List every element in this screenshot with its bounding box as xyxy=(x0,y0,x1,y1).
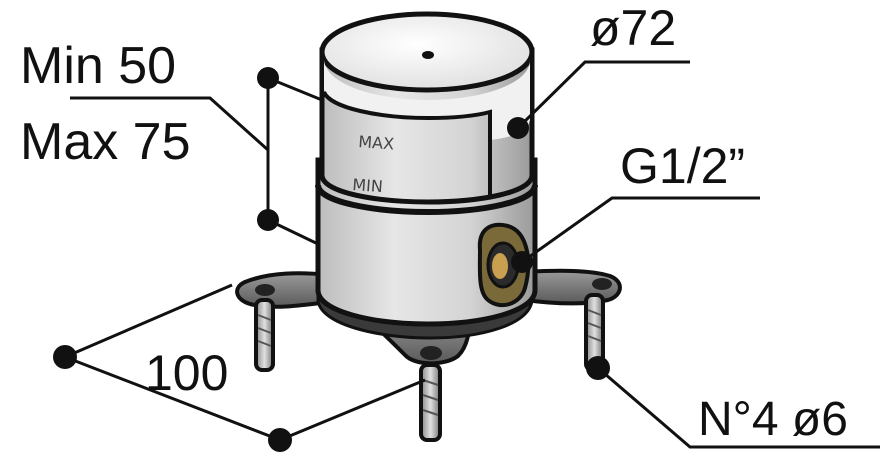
upper-cylinder xyxy=(319,47,535,205)
holes-label: N°4 ø6 xyxy=(698,393,848,446)
pin-left xyxy=(254,298,275,372)
foot-hole-left xyxy=(255,284,275,296)
foot-hole-right xyxy=(592,278,612,290)
dimension-lines xyxy=(64,60,880,449)
cylinder-body: MAX MIN xyxy=(315,11,538,327)
foot-hole-front xyxy=(420,346,442,360)
cap-highlight xyxy=(324,60,530,140)
inlet-port-inner xyxy=(492,253,508,279)
max-mark: MAX xyxy=(358,132,395,153)
slot-groove xyxy=(322,90,492,195)
diameter-label: ø72 xyxy=(590,0,676,56)
pin-front xyxy=(419,363,442,442)
top-center-hole xyxy=(422,51,434,59)
thread-label: G1/2” xyxy=(620,138,745,194)
min-height-label: Min 50 xyxy=(20,37,176,95)
threaded-inlet xyxy=(477,222,531,308)
spacing-label: 100 xyxy=(145,345,228,401)
dimension-dots xyxy=(53,67,610,452)
separation-band xyxy=(315,184,538,216)
max-height-label: Max 75 xyxy=(20,113,191,171)
min-mark: MIN xyxy=(352,175,384,196)
fixing-pins xyxy=(254,293,605,442)
